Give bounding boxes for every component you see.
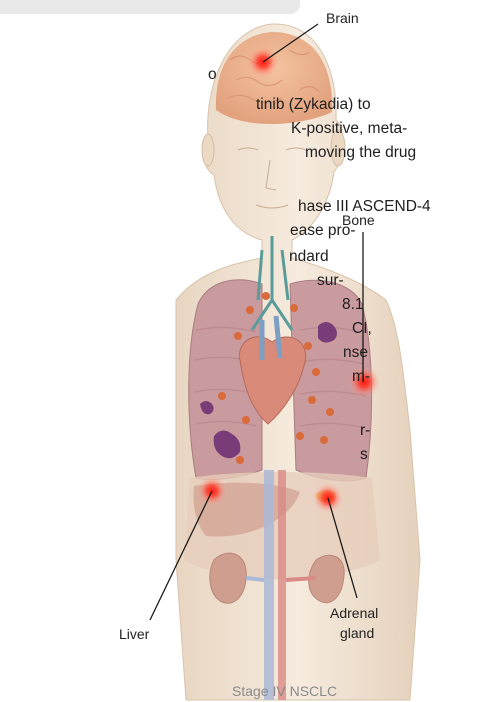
article-line: 8.1 <box>342 296 364 314</box>
label-adrenal-line2: gland <box>340 625 374 641</box>
article-line: CI, <box>352 320 372 338</box>
figure-caption: Stage IV NSCLC <box>232 683 337 699</box>
article-line: m- <box>352 368 370 386</box>
article-line: s <box>360 446 368 464</box>
article-line: r- <box>360 422 370 440</box>
article-line: ndard <box>289 248 329 266</box>
article-line: nse <box>343 344 368 362</box>
article-line: K-positive, meta- <box>291 120 407 138</box>
label-brain: Brain <box>326 10 359 26</box>
label-adrenal-line1: Adrenal <box>330 605 378 621</box>
article-line: moving the drug <box>305 144 416 162</box>
article-line: tinib (Zykadia) to <box>256 96 371 114</box>
label-bone: Bone <box>342 212 375 228</box>
article-line: o <box>208 66 217 84</box>
article-line: sur- <box>317 272 344 290</box>
label-liver: Liver <box>119 626 149 642</box>
